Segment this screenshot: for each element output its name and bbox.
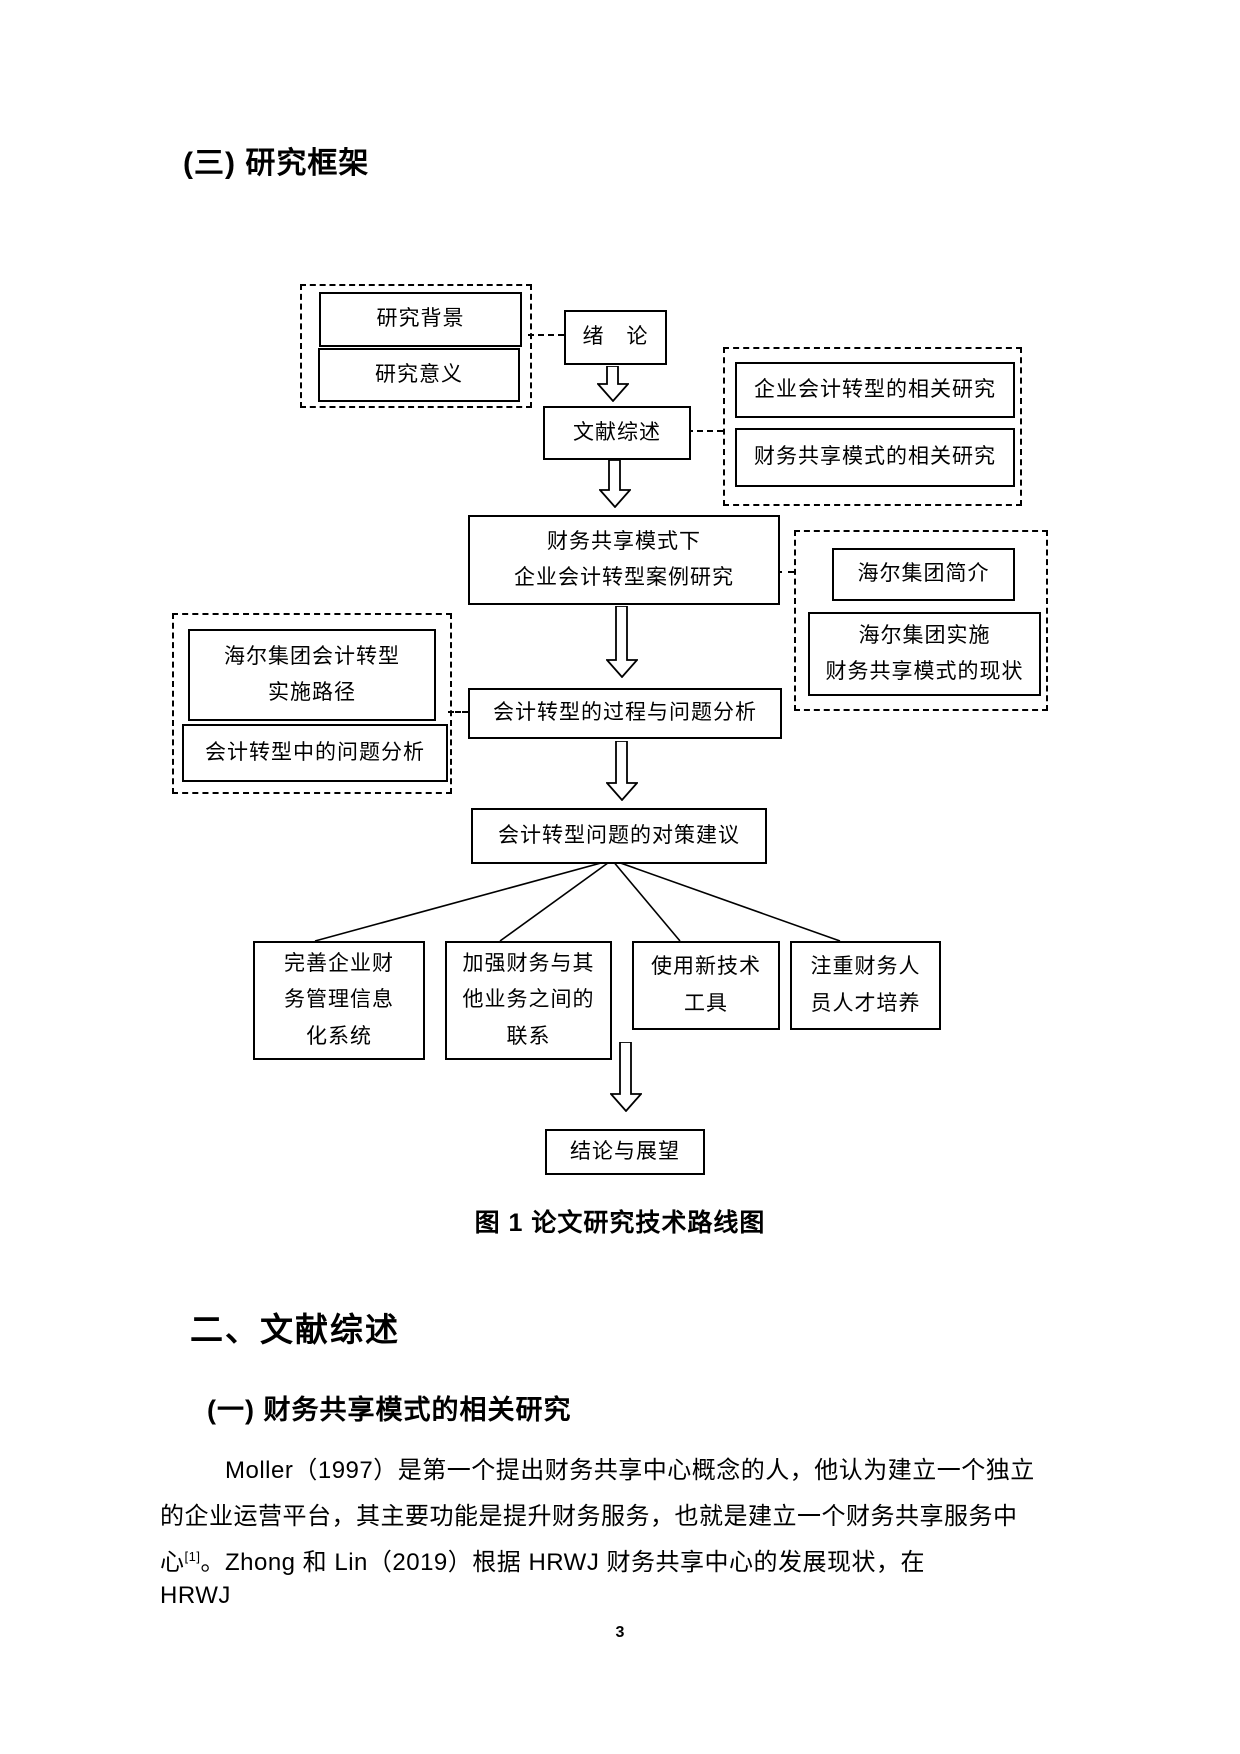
down-arrow-icon (610, 1042, 642, 1112)
section-heading-literature-review: 二、文献综述 (190, 1311, 400, 1348)
down-arrow-icon (606, 606, 638, 678)
group-literature-dashed-box (723, 347, 1022, 506)
group-haier-dashed-box (794, 530, 1048, 711)
body-text-line: HRWJ (160, 1582, 231, 1609)
flow-node-countermeasures: 会计转型问题的对策建议 (471, 808, 767, 864)
body-text-line: 心[1]。Zhong 和 Lin（2019）根据 HRWJ 财务共享中心的发展现… (160, 1542, 925, 1577)
flow-node-implementation-path: 海尔集团会计转型 实施路径 (188, 629, 436, 721)
dashed-connector-analysis-group-to-process (448, 711, 468, 713)
flow-node-accounting-transition-research: 企业会计转型的相关研究 (735, 362, 1015, 418)
section-heading-research-framework: (三) 研究框架 (183, 147, 370, 180)
flow-node-literature-review: 文献综述 (543, 406, 691, 460)
flow-node-haier-status: 海尔集团实施 财务共享模式的现状 (808, 612, 1041, 696)
flow-node-research-significance: 研究意义 (318, 348, 520, 402)
page-number: 3 (615, 1624, 625, 1641)
group-introduction-dashed-box (300, 284, 532, 408)
flow-node-research-background: 研究背景 (319, 292, 522, 347)
citation-superscript: [1] (184, 1549, 201, 1564)
dashed-connector-intro-to-xulun (528, 334, 564, 336)
down-arrow-icon (606, 741, 638, 801)
flow-node-new-technology-tools: 使用新技术 工具 (632, 941, 780, 1030)
subsection-heading-financial-sharing: (一) 财务共享模式的相关研究 (207, 1395, 572, 1425)
dashed-connector-review-to-literature (687, 430, 723, 432)
flow-node-improve-info-system: 完善企业财 务管理信息 化系统 (253, 941, 425, 1060)
flow-node-process-and-problems: 会计转型的过程与问题分析 (468, 688, 782, 739)
down-arrow-icon (599, 460, 631, 508)
fan-out-connector-lines (314, 859, 841, 942)
flow-node-financial-sharing-research: 财务共享模式的相关研究 (735, 428, 1015, 487)
dashed-connector-case-to-haier (776, 571, 794, 573)
body-text-line: 的企业运营平台，其主要功能是提升财务服务，也就是建立一个财务共享服务中 (160, 1503, 1018, 1530)
flow-node-talent-training: 注重财务人 员人才培养 (790, 941, 941, 1030)
flow-node-case-study: 财务共享模式下 企业会计转型案例研究 (468, 515, 780, 605)
flow-node-strengthen-business-links: 加强财务与其 他业务之间的 联系 (445, 941, 612, 1060)
flow-node-haier-profile: 海尔集团简介 (832, 548, 1015, 601)
body-text-line: Moller（1997）是第一个提出财务共享中心概念的人，他认为建立一个独立 (225, 1457, 1035, 1484)
flow-node-introduction: 绪 论 (564, 310, 667, 365)
group-transition-analysis-dashed-box (172, 613, 452, 794)
flow-node-conclusion-outlook: 结论与展望 (545, 1129, 705, 1175)
body-text-fragment: 。Zhong 和 Lin（2019）根据 HRWJ 财务共享中心的发展现状，在 (200, 1549, 925, 1576)
flow-node-problem-analysis: 会计转型中的问题分析 (182, 724, 448, 782)
down-arrow-icon (597, 366, 629, 402)
figure-caption: 图 1 论文研究技术路线图 (474, 1209, 766, 1237)
body-text-fragment: 心 (160, 1549, 185, 1576)
